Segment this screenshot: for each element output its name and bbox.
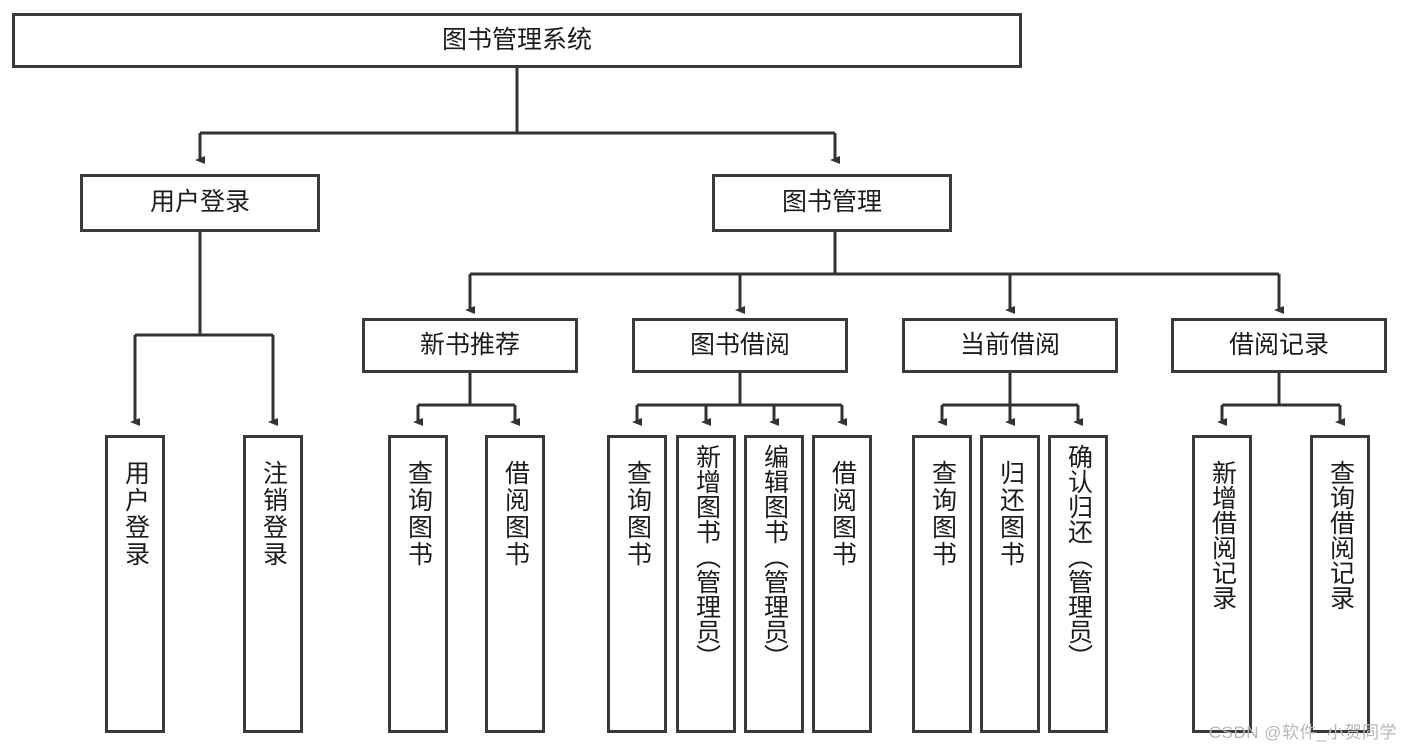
node-label: 查询图书 — [623, 460, 652, 568]
node-root-book-management-system[interactable]: 图书管理系统 — [12, 13, 1022, 68]
node-new-book-recommendation[interactable]: 新书推荐 — [362, 318, 578, 373]
node-label: 借阅图书 — [501, 460, 530, 568]
node-label: 当前借阅 — [959, 330, 1060, 359]
node-label: 查询图书 — [928, 460, 957, 568]
node-label: 用户登录 — [149, 188, 250, 217]
node-book-management[interactable]: 图书管理 — [712, 174, 952, 232]
node-label: 图书管理 — [781, 188, 882, 217]
watermark-text: CSDN @软件_小贺同学 — [1208, 723, 1397, 742]
leaf-book-borrow-query-books[interactable]: 查询图书 — [607, 435, 667, 733]
node-label: 图书管理系统 — [441, 25, 592, 54]
node-label: 用户登录 — [121, 460, 150, 568]
node-label: 借阅记录 — [1228, 330, 1329, 359]
node-label: 借阅图书 — [828, 460, 857, 568]
node-label: 新增借阅记录 — [1208, 460, 1237, 610]
node-borrow-record[interactable]: 借阅记录 — [1171, 318, 1387, 373]
leaf-current-borrow-query-books[interactable]: 查询图书 — [912, 435, 972, 733]
leaf-new-book-borrow-books[interactable]: 借阅图书 — [485, 435, 545, 733]
leaf-book-borrow-borrow-books[interactable]: 借阅图书 — [812, 435, 872, 733]
leaf-current-borrow-confirm-return-admin[interactable]: 确认归还（管理员） — [1048, 435, 1108, 733]
leaf-current-borrow-return-books[interactable]: 归还图书 — [980, 435, 1040, 733]
node-current-borrow[interactable]: 当前借阅 — [902, 318, 1118, 373]
node-label: 查询图书 — [404, 460, 433, 568]
node-label: 查询借阅记录 — [1326, 460, 1355, 610]
node-label: 注销登录 — [259, 460, 288, 568]
node-label: 新书推荐 — [419, 330, 520, 359]
node-user-login[interactable]: 用户登录 — [80, 174, 320, 232]
leaf-book-borrow-edit-book-admin[interactable]: 编辑图书（管理员） — [744, 435, 804, 733]
node-label: 新增图书（管理员） — [692, 444, 721, 669]
leaf-borrow-record-query-record[interactable]: 查询借阅记录 — [1310, 435, 1370, 733]
leaf-borrow-record-add-record[interactable]: 新增借阅记录 — [1192, 435, 1252, 733]
leaf-new-book-query-books[interactable]: 查询图书 — [388, 435, 448, 733]
node-label: 归还图书 — [996, 460, 1025, 568]
leaf-book-borrow-add-book-admin[interactable]: 新增图书（管理员） — [676, 435, 736, 733]
node-label: 编辑图书（管理员） — [760, 444, 789, 669]
node-book-borrow[interactable]: 图书借阅 — [632, 318, 848, 373]
node-label: 确认归还（管理员） — [1064, 444, 1093, 669]
leaf-user-login-login[interactable]: 用户登录 — [105, 435, 165, 733]
leaf-user-login-logout[interactable]: 注销登录 — [243, 435, 303, 733]
node-label: 图书借阅 — [689, 330, 790, 359]
